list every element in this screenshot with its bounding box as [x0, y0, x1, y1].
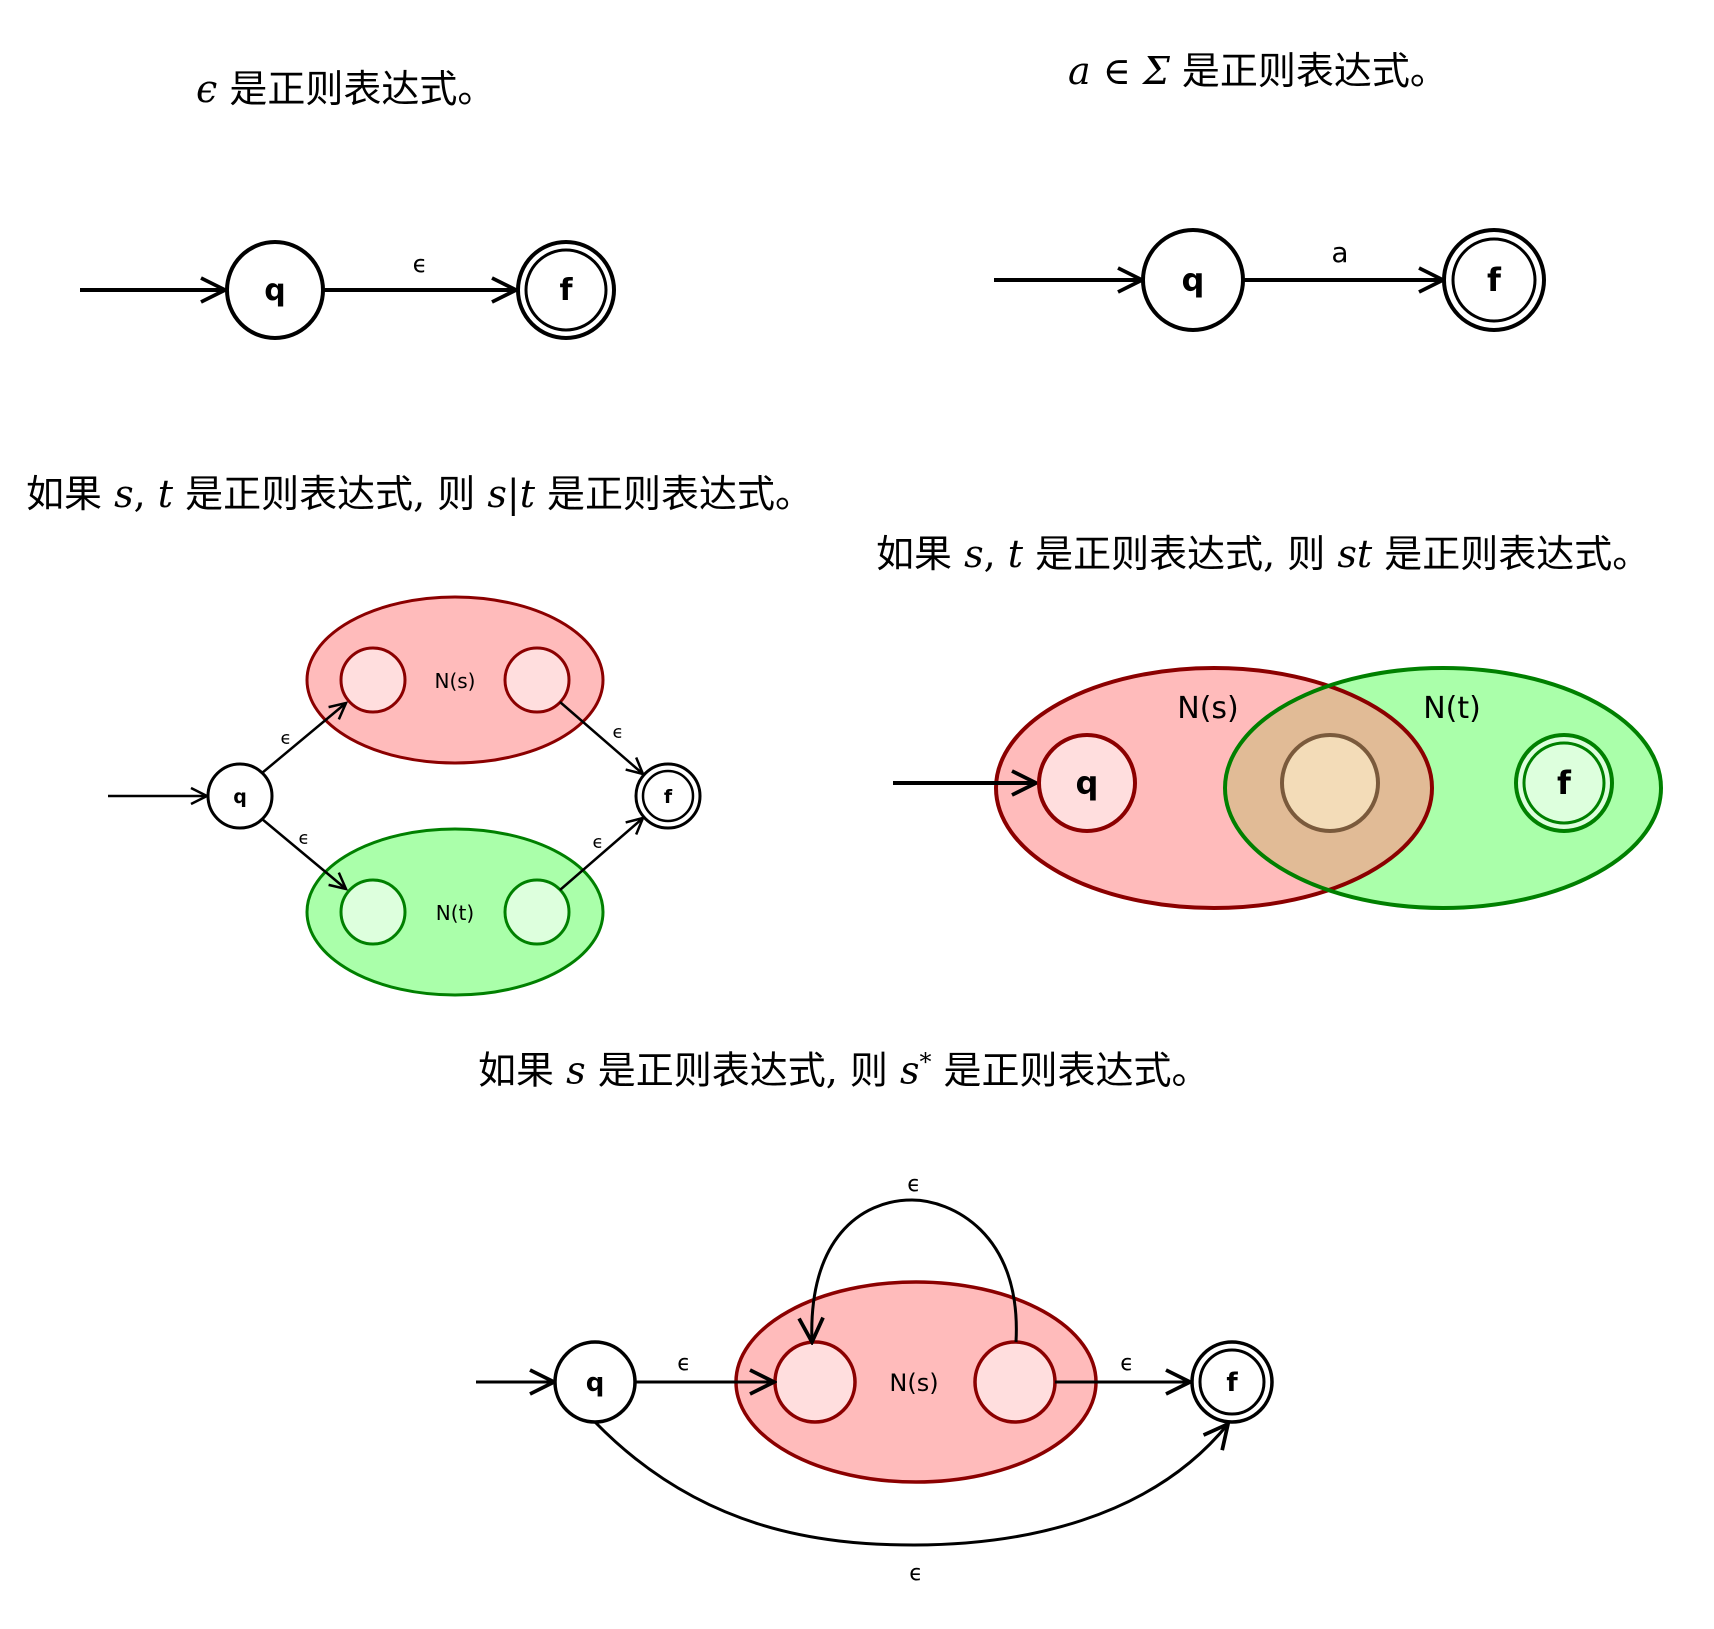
nfa-s-end-state [973, 1340, 1057, 1424]
nfa-s-label: N(s) [435, 669, 476, 693]
final-state-label: f [1487, 261, 1502, 299]
heading-text: 是正则表达式。 [217, 67, 496, 111]
math-concat: st [1337, 532, 1373, 576]
nfa-t-region [305, 827, 605, 997]
heading-epsilon-rule: ϵ 是正则表达式。 [196, 70, 495, 108]
final-state-inner [524, 248, 608, 332]
start-state-label: q [233, 786, 247, 808]
nfa-t-end-state [503, 878, 571, 946]
nfa-s-start-state [339, 646, 407, 714]
nfa-s-end-state [503, 646, 571, 714]
heading-text: 是正则表达式。 [534, 472, 814, 516]
heading-text: 是正则表达式, 则 [585, 1048, 900, 1093]
transition-label: ϵ [612, 722, 623, 743]
nfa-t-label: N(t) [1423, 691, 1481, 726]
heading-text: 是正则表达式。 [1169, 49, 1448, 93]
heading-text: 如果 [26, 472, 115, 516]
union-nfa: N(s) N(t) q ϵ ϵ ϵ ϵ f [108, 595, 702, 997]
heading-text: , [133, 472, 158, 516]
math-union: s|t [487, 472, 535, 516]
heading-text: 是正则表达式。 [1372, 532, 1651, 576]
concat-nfa: N(s) N(t) q f [893, 666, 1663, 910]
final-state-inner [641, 769, 695, 823]
star-nfa: N(s) q ϵ ϵ ϵ ϵ f [476, 1172, 1274, 1586]
epsilon-from-t [559, 818, 643, 891]
transition-label: a [1331, 236, 1348, 269]
epsilon-from-s [559, 701, 643, 774]
start-state [1037, 733, 1137, 833]
heading-text: 是正则表达式。 [931, 1048, 1210, 1093]
heading-star-rule: 如果 s 是正则表达式, 则 s* 是正则表达式。 [478, 1050, 1210, 1090]
heading-text: , [983, 532, 1008, 576]
heading-concat-rule: 如果 s, t 是正则表达式, 则 st 是正则表达式。 [876, 535, 1650, 573]
heading-text: 是正则表达式, 则 [1023, 532, 1338, 576]
transition-label: ϵ [298, 828, 309, 849]
nfa-s-label: N(s) [1177, 691, 1238, 726]
start-state-label: q [1076, 764, 1099, 802]
transition-label: ϵ [909, 1561, 923, 1586]
nfa-t-start-state [339, 878, 407, 946]
heading-text: 是正则表达式, 则 [173, 472, 488, 516]
epsilon-to-t [261, 818, 346, 889]
nfa-s-border [994, 666, 1434, 910]
heading-union-rule: 如果 s, t 是正则表达式, 则 s|t 是正则表达式。 [26, 475, 813, 513]
nfa-s-start-state [773, 1340, 857, 1424]
final-state-inner [1198, 1348, 1266, 1416]
merged-state [1280, 733, 1380, 833]
transition-label: ϵ [907, 1172, 921, 1197]
heading-text: 如果 [478, 1048, 567, 1093]
epsilon-nfa: q ϵ f [80, 240, 616, 340]
transition-label: ϵ [677, 1351, 691, 1376]
final-state-label: f [664, 786, 673, 808]
nfa-t-label: N(t) [436, 901, 474, 925]
heading-symbol-rule: a ∈ Σ 是正则表达式。 [1068, 52, 1448, 90]
math-s: s [899, 1048, 920, 1093]
epsilon-skip [593, 1422, 1228, 1547]
final-state-inner [1522, 741, 1606, 825]
transition-label: ϵ [413, 250, 428, 278]
math-s: s [566, 1048, 586, 1093]
math-kleene-star: * [919, 1048, 932, 1076]
final-state-label: f [559, 273, 573, 308]
math-t: t [1007, 532, 1024, 576]
nfa-s-label: N(s) [889, 1369, 938, 1397]
math-epsilon: ϵ [196, 67, 218, 111]
final-state-inner [1451, 237, 1537, 323]
transition-label: ϵ [592, 832, 603, 853]
start-state-label: q [1182, 261, 1205, 299]
epsilon-loop-back [812, 1198, 1018, 1342]
math-t: t [157, 472, 174, 516]
start-state-label: q [586, 1368, 605, 1398]
nfa-t-border [1223, 666, 1663, 910]
final-state-label: f [1226, 1368, 1238, 1398]
math-s: s [114, 472, 134, 516]
final-state-label: f [1557, 764, 1572, 802]
overlap-region [1225, 668, 1432, 908]
heading-text: 如果 [876, 532, 965, 576]
transition-label: ϵ [1120, 1351, 1134, 1376]
start-state [206, 762, 274, 830]
math-s: s [964, 532, 984, 576]
transition-label: ϵ [280, 728, 291, 749]
epsilon-to-s [261, 703, 346, 774]
symbol-nfa: q a f [994, 228, 1546, 332]
nfa-s-region [305, 595, 605, 765]
start-state-label: q [264, 273, 285, 308]
math-symbol-in-alphabet: a ∈ Σ [1068, 49, 1170, 93]
